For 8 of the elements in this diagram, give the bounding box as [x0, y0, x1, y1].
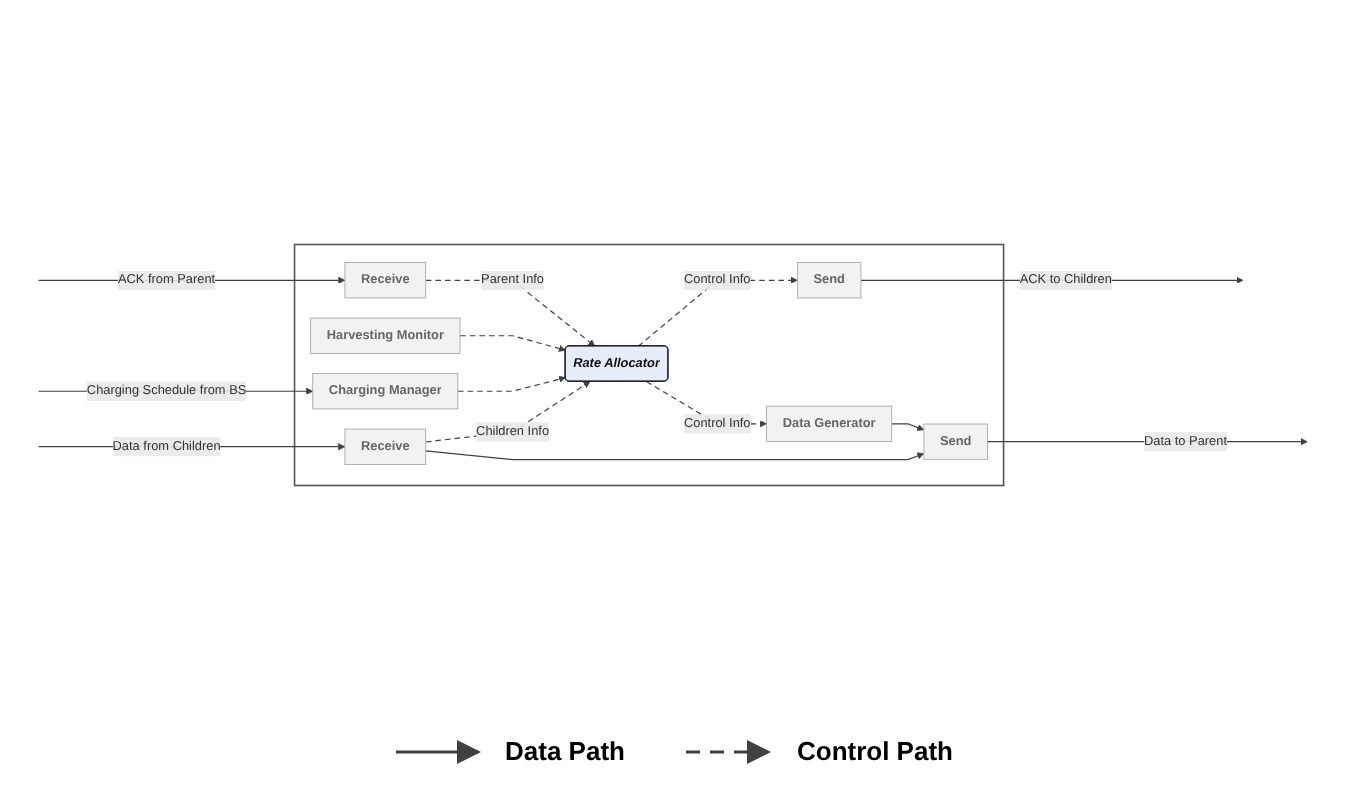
- arrow: [891, 423, 925, 431]
- legend-label: Control Path: [796, 736, 953, 766]
- cluster: [293, 243, 1005, 487]
- arrow: [459, 335, 566, 352]
- arrow: [425, 450, 925, 461]
- legend-label: Data Path: [505, 736, 625, 766]
- arrow: [425, 381, 591, 443]
- arrow: [457, 375, 566, 392]
